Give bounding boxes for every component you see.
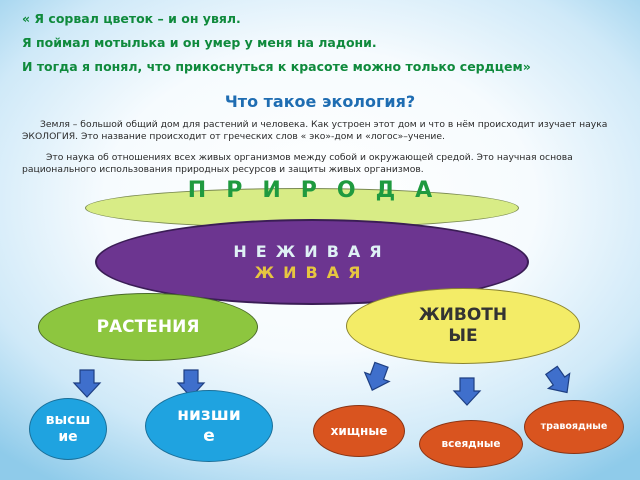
plants-higher-oval: высшие (29, 398, 107, 460)
plants-label: РАСТЕНИЯ (96, 317, 200, 337)
omnivores-label: всеядные (441, 437, 501, 450)
quote-line-1: « Я сорвал цветок – и он увял. (22, 11, 241, 26)
predators-oval: хищные (313, 405, 405, 457)
quote-line-2: Я поймал мотылька и он умер у меня на ла… (22, 35, 377, 50)
ecology-paragraph-2: Это наука об отношениях всех живых орган… (22, 152, 573, 175)
plants-higher-label: высшие (45, 412, 91, 445)
nature-kind-oval: НЕЖИВАЯ ЖИВАЯ (95, 219, 529, 305)
plants-lower-label: низшие (177, 405, 241, 446)
living-label: ЖИВАЯ (254, 263, 370, 282)
herbivores-oval: травоядные (524, 400, 624, 454)
omnivores-oval: всеядные (419, 420, 523, 468)
quote-line-3: И тогда я понял, что прикоснуться к крас… (22, 59, 531, 74)
predators-label: хищные (330, 423, 388, 438)
down-arrow-icon (363, 361, 391, 391)
ecology-paragraph-1: Земля – большой общий дом для растений и… (22, 119, 608, 142)
animals-label: ЖИВОТНЫЕ (418, 305, 508, 346)
plants-oval: РАСТЕНИЯ (38, 293, 258, 361)
plants-lower-oval: низшие (145, 390, 273, 462)
nonliving-label: НЕЖИВАЯ (233, 242, 391, 261)
down-arrow-icon (452, 377, 482, 406)
animals-oval: ЖИВОТНЫЕ (346, 288, 580, 364)
down-arrow-icon (544, 365, 571, 394)
down-arrow-icon (72, 369, 102, 398)
page-title: Что такое экология? (224, 92, 416, 111)
herbivores-label: травоядные (540, 421, 608, 432)
priroda-label: ПРИРОДА (187, 178, 453, 203)
